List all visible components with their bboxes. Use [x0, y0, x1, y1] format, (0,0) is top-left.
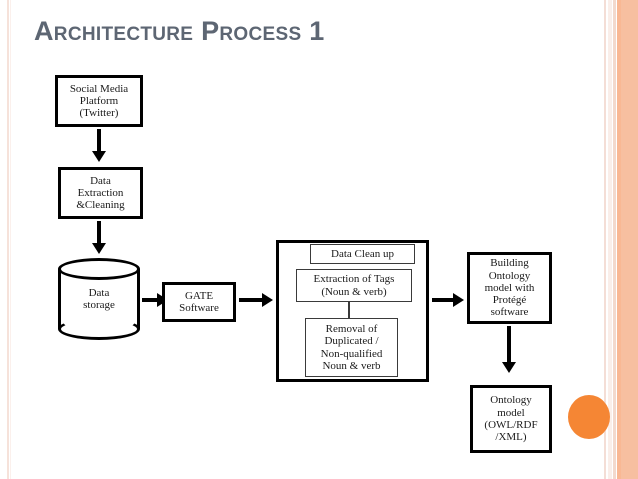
node-data-storage-cylinder: Data storage — [58, 258, 140, 340]
connector-tags-to-removal — [348, 302, 350, 318]
orange-circle-decoration — [568, 395, 610, 439]
page-title: Architecture Process 1 — [34, 16, 325, 46]
node-data-storage-label: Data storage — [83, 286, 115, 311]
left-edge-stripe-inner — [7, 0, 9, 479]
cylinder-bottom-ellipse — [58, 318, 140, 340]
node-social-media-platform: Social Media Platform (Twitter) — [55, 75, 143, 127]
right-edge-stripe-1 — [604, 0, 606, 479]
node-removal-of-duplicated: Removal of Duplicated / Non-qualified No… — [305, 318, 398, 377]
right-edge-stripe-4 — [617, 0, 621, 479]
node-extraction-of-tags: Extraction of Tags (Noun & verb) — [296, 269, 412, 302]
node-data-clean-up: Data Clean up — [310, 244, 415, 264]
node-gate-software: GATE Software — [162, 282, 236, 322]
cylinder-top-ellipse — [58, 258, 140, 280]
node-ontology-model-output: Ontology model (OWL/RDF /XML) — [470, 385, 552, 453]
right-edge-stripe-5 — [621, 0, 638, 479]
left-edge-stripe-outer — [10, 0, 11, 479]
node-data-extraction-cleaning: Data Extraction &Cleaning — [58, 167, 143, 219]
right-edge-stripe-2 — [608, 0, 612, 479]
node-building-ontology-model: Building Ontology model with Protégé sof… — [467, 252, 552, 324]
right-edge-stripe-3 — [613, 0, 616, 479]
